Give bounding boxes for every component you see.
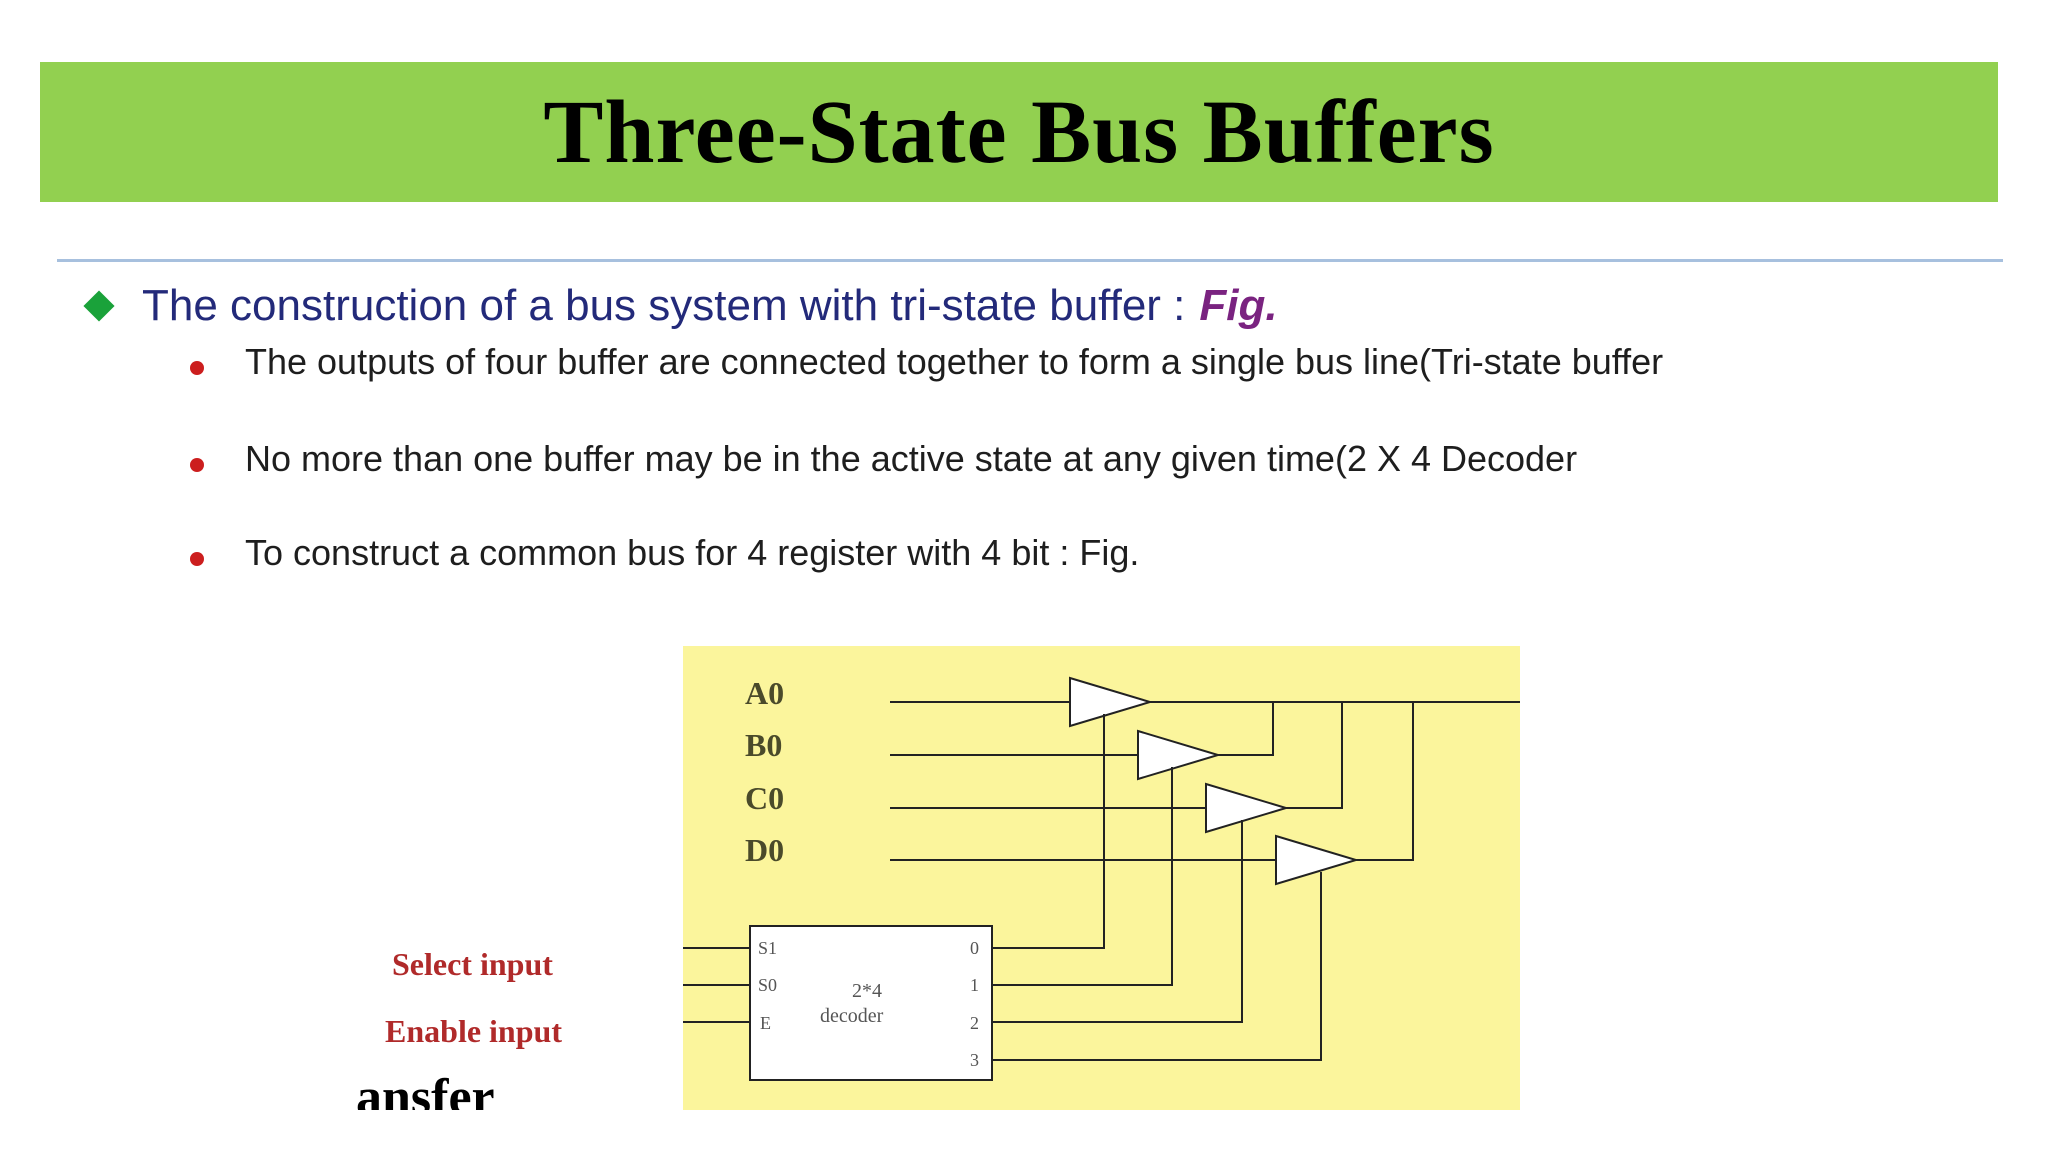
decoder-pin-s1: S1: [758, 938, 777, 958]
decoder-out-2: 2: [970, 1013, 979, 1033]
decoder-input-wires: [683, 947, 750, 1023]
title-divider: [57, 259, 2003, 262]
sub-bullet-text: To construct a common bus for 4 register…: [245, 532, 1140, 573]
input-label-c0: C0: [745, 780, 784, 816]
decoder-pin-s0: S0: [758, 975, 777, 995]
select-input-label: Select input: [392, 946, 553, 982]
sub-bullet-1: The outputs of four buffer are connected…: [190, 340, 2010, 430]
sub-bullet-3: To construct a common bus for 4 register…: [190, 531, 2010, 577]
enable-wires: [992, 714, 1322, 1061]
diagram-svg: A0 B0 C0 D0: [385, 646, 1520, 1110]
title-bar: Three-State Bus Buffers: [40, 62, 1998, 202]
main-bullet: The construction of a bus system with tr…: [80, 276, 2000, 336]
buffer-b0-icon: [1137, 729, 1222, 781]
red-dot-bullet-icon: [190, 458, 204, 472]
buffer-a0-icon: [1069, 676, 1154, 728]
sub-bullet-2: No more than one buffer may be in the ac…: [190, 437, 2010, 527]
sub-bullet-text: No more than one buffer may be in the ac…: [245, 438, 1578, 479]
red-dot-bullet-icon: [190, 552, 204, 566]
red-dot-bullet-icon: [190, 361, 204, 375]
decoder-title-line1: 2*4: [852, 980, 882, 1002]
diamond-bullet-icon: [83, 290, 115, 322]
decoder-out-0: 0: [970, 938, 979, 958]
sub-bullet-text: The outputs of four buffer are connected…: [245, 341, 1664, 382]
input-label-b0: B0: [745, 727, 782, 763]
cut-off-text-fragment: ansfer: [356, 1072, 556, 1110]
decoder-title-line2: decoder: [820, 1005, 884, 1027]
buffer-d0-icon: [1275, 834, 1360, 886]
main-bullet-text: The construction of a bus system with tr…: [142, 281, 1186, 330]
input-label-a0: A0: [745, 675, 784, 711]
bus-buffer-diagram: A0 B0 C0 D0: [380, 640, 1520, 1110]
decoder-out-3: 3: [970, 1050, 979, 1070]
main-bullet-emphasis: Fig.: [1199, 281, 1278, 330]
tri-state-buffers: [1069, 676, 1360, 886]
decoder-out-1: 1: [970, 975, 979, 995]
slide-title: Three-State Bus Buffers: [543, 82, 1495, 182]
decoder-box: [749, 925, 993, 1081]
decoder-pin-e: E: [760, 1013, 771, 1033]
input-label-d0: D0: [745, 832, 784, 868]
enable-input-label: Enable input: [385, 1013, 562, 1049]
cut-off-text: ansfer: [356, 1072, 495, 1110]
input-wires: [890, 701, 1276, 861]
buffer-output-wires: [1218, 702, 1414, 861]
buffer-c0-icon: [1205, 782, 1290, 834]
